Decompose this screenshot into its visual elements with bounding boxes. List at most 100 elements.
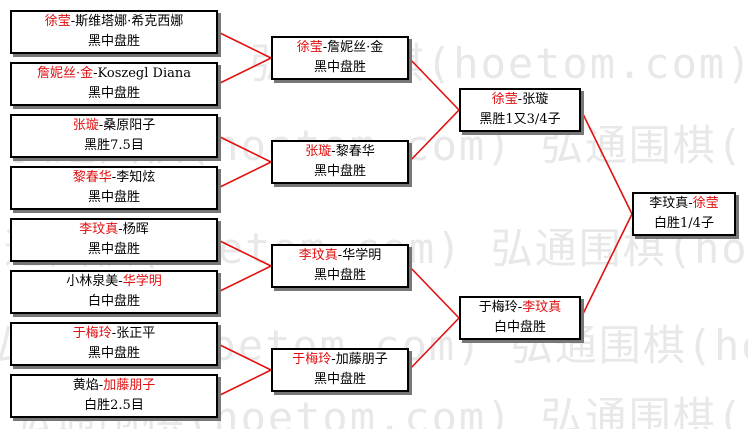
player-name-white: 李知炫 [116, 170, 156, 185]
match-players: 李玟真-华学明 [299, 246, 381, 266]
connector-round1-to-round2-3-2 [217, 265, 272, 293]
connector-round1-to-round2-3-1 [217, 239, 272, 267]
player-name-black: 于梅玲 [72, 326, 112, 341]
player-name-black: 黄焰 [72, 378, 99, 393]
connector-round1-to-round2-2-1 [217, 135, 272, 163]
match-players: 詹妮丝·金-Koszegl Diana [37, 64, 191, 84]
player-separator: - [98, 378, 104, 393]
match-players: 徐莹-张璇 [492, 90, 548, 110]
player-name-black: 徐莹 [491, 92, 518, 107]
player-name-black: 李玟真 [649, 196, 689, 211]
player-name-black: 李玟真 [79, 222, 119, 237]
player-name-white: 徐莹 [692, 196, 719, 211]
match-result: 黑中盘胜 [87, 190, 140, 205]
player-name-white: 黎春华 [335, 144, 375, 159]
player-separator: - [111, 326, 117, 341]
player-separator: - [98, 118, 104, 133]
player-separator: - [517, 300, 523, 315]
player-name-black: 张璇 [305, 144, 332, 159]
match-result: 黑中盘胜 [87, 86, 140, 101]
connector-round2-to-round3-2-1 [408, 265, 460, 319]
match-box-round-3-1: 徐莹-张璇黑胜1又3/4子 [459, 88, 581, 132]
match-result: 白胜2.5目 [84, 398, 144, 413]
match-result: 黑中盘胜 [313, 164, 366, 179]
player-name-white: 詹妮丝·金 [327, 40, 384, 55]
player-name-white: 华学明 [342, 248, 382, 263]
match-result: 白中盘胜 [493, 320, 546, 335]
player-separator: - [93, 66, 98, 81]
match-box-round-1-6: 小林泉美-华学明白中盘胜 [10, 270, 218, 314]
match-players: 于梅玲-张正平 [73, 324, 155, 344]
match-players: 张璇-黎春华 [305, 142, 374, 162]
connector-round2-to-round3-1-2 [408, 109, 460, 163]
match-box-round-1-8: 黄焰-加藤朋子白胜2.5目 [10, 374, 218, 418]
connector-round1-to-round2-1-1 [217, 31, 272, 59]
match-result: 黑中盘胜 [313, 268, 366, 283]
connector-round3-to-final-1-2 [580, 213, 633, 319]
player-name-white: 加藤朋子 [103, 378, 156, 393]
player-name-white: 华学明 [122, 274, 162, 289]
match-box-round-1-2: 詹妮丝·金-Koszegl Diana 黑中盘胜 [10, 62, 218, 106]
match-players: 黎春华-李知炫 [73, 168, 155, 188]
player-separator: - [331, 144, 336, 159]
player-name-black: 李玟真 [298, 248, 338, 263]
player-name-black: 小林泉美 [66, 274, 119, 289]
match-players: 李玟真-杨晖 [79, 220, 148, 240]
match-result: 黑中盘胜 [313, 60, 366, 75]
connector-round1-to-round2-2-2 [217, 161, 272, 189]
player-separator: - [118, 274, 123, 289]
player-name-white: 杨晖 [122, 222, 149, 237]
match-players: 小林泉美-华学明 [66, 272, 161, 292]
player-separator: - [331, 352, 336, 367]
connector-round2-to-round3-2-2 [408, 317, 460, 371]
match-players: 徐莹-斯维塔娜·希克西娜 [45, 12, 184, 32]
match-result: 黑中盘胜 [87, 242, 140, 257]
player-name-white: 李玟真 [522, 300, 562, 315]
player-name-black: 于梅玲 [292, 352, 332, 367]
match-result: 黑中盘胜 [313, 372, 366, 387]
player-name-black: 黎春华 [72, 170, 112, 185]
match-result: 黑胜7.5目 [84, 138, 144, 153]
match-players: 徐莹-詹妮丝·金 [297, 38, 384, 58]
match-box-round-3-2: 于梅玲-李玟真白中盘胜 [459, 296, 581, 340]
match-box-final-1: 李玟真-徐莹白胜1/4子 [632, 192, 736, 236]
connector-round1-to-round2-4-1 [217, 343, 272, 371]
player-name-white: 张璇 [522, 92, 549, 107]
match-box-round-2-4: 于梅玲-加藤朋子黑中盘胜 [271, 348, 409, 392]
player-name-black: 于梅玲 [478, 300, 518, 315]
player-separator: - [118, 222, 123, 237]
player-separator: - [337, 248, 343, 263]
match-players: 李玟真-徐莹 [649, 194, 718, 214]
player-separator: - [70, 14, 76, 29]
player-name-black: 徐莹 [44, 14, 71, 29]
player-name-white: 斯维塔娜·希克西娜 [75, 14, 184, 29]
player-name-white: 桑原阳子 [103, 118, 156, 133]
match-box-round-2-1: 徐莹-詹妮丝·金黑中盘胜 [271, 36, 409, 80]
match-result: 黑中盘胜 [87, 346, 140, 361]
match-result: 白中盘胜 [87, 294, 140, 309]
match-players: 于梅玲-加藤朋子 [292, 350, 387, 370]
match-box-round-2-2: 张璇-黎春华黑中盘胜 [271, 140, 409, 184]
connector-round1-to-round2-4-2 [217, 369, 272, 397]
player-name-white: Koszegl Diana [97, 66, 192, 81]
match-box-round-2-3: 李玟真-华学明黑中盘胜 [271, 244, 409, 288]
player-name-black: 徐莹 [296, 40, 323, 55]
player-separator: - [322, 40, 328, 55]
player-separator: - [688, 196, 693, 211]
player-name-white: 张正平 [116, 326, 156, 341]
match-box-round-1-4: 黎春华-李知炫黑中盘胜 [10, 166, 218, 210]
match-box-round-1-7: 于梅玲-张正平黑中盘胜 [10, 322, 218, 366]
match-players: 张璇-桑原阳子 [73, 116, 155, 136]
player-name-black: 詹妮丝·金 [36, 66, 94, 81]
match-result: 黑中盘胜 [87, 34, 140, 49]
connector-round3-to-final-1-1 [580, 109, 633, 215]
player-name-white: 加藤朋子 [335, 352, 388, 367]
match-result: 白胜1/4子 [654, 216, 714, 231]
player-separator: - [111, 170, 117, 185]
match-box-round-1-5: 李玟真-杨晖黑中盘胜 [10, 218, 218, 262]
player-separator: - [517, 92, 523, 107]
connector-round2-to-round3-1-1 [408, 57, 460, 111]
connector-round1-to-round2-1-2 [217, 57, 272, 85]
